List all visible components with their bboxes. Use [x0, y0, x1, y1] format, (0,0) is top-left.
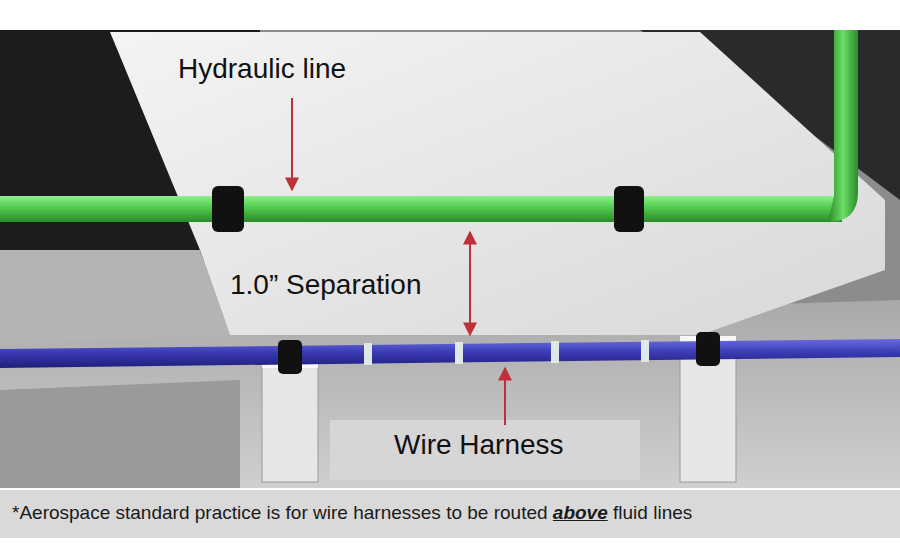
- part-label: Wire Harness: [390, 428, 568, 462]
- pipe-clamp: [212, 186, 244, 232]
- caption-word: practice: [195, 502, 262, 523]
- footnote-caption: *Aerospace standard practice is for wire…: [12, 502, 692, 525]
- caption-word: lines: [653, 502, 692, 523]
- caption-band: [0, 490, 900, 538]
- caption-word: harnesses: [353, 502, 441, 523]
- caption-word: standard: [116, 502, 190, 523]
- caption-word: routed: [494, 502, 548, 523]
- hydraulic-pipe: [0, 196, 842, 222]
- harness-clamp: [696, 332, 720, 366]
- floor-panel: [330, 420, 640, 480]
- dimension-arrow: [469, 232, 471, 335]
- harness-tie: [364, 343, 372, 365]
- hydraulic-pipe-bend: [828, 30, 858, 222]
- scene-ground: [0, 30, 900, 488]
- wire-harness: [0, 339, 900, 368]
- caption-word: is: [267, 502, 281, 523]
- caption-word: for: [286, 502, 308, 523]
- caption-word: *Aerospace: [12, 502, 110, 523]
- support-block: [262, 366, 318, 482]
- leader-arrow: [504, 368, 506, 425]
- leader-arrow: [291, 98, 293, 190]
- harness-clamp: [278, 340, 302, 374]
- floor-shadow: [0, 380, 240, 488]
- harness-tie: [455, 342, 463, 364]
- pipe-clamp: [614, 186, 644, 232]
- caption-word: be: [467, 502, 488, 523]
- dimension-label: 1.0” Separation: [226, 268, 425, 302]
- part-label: Hydraulic line: [174, 52, 350, 86]
- caption-word: above: [553, 502, 608, 523]
- harness-tie: [641, 340, 649, 362]
- caption-word: wire: [313, 502, 348, 523]
- bracket-panel: [110, 32, 885, 335]
- harness-tie: [551, 341, 559, 363]
- caption-word: to: [446, 502, 462, 523]
- caption-word: fluid: [613, 502, 648, 523]
- panel-base: [0, 250, 230, 345]
